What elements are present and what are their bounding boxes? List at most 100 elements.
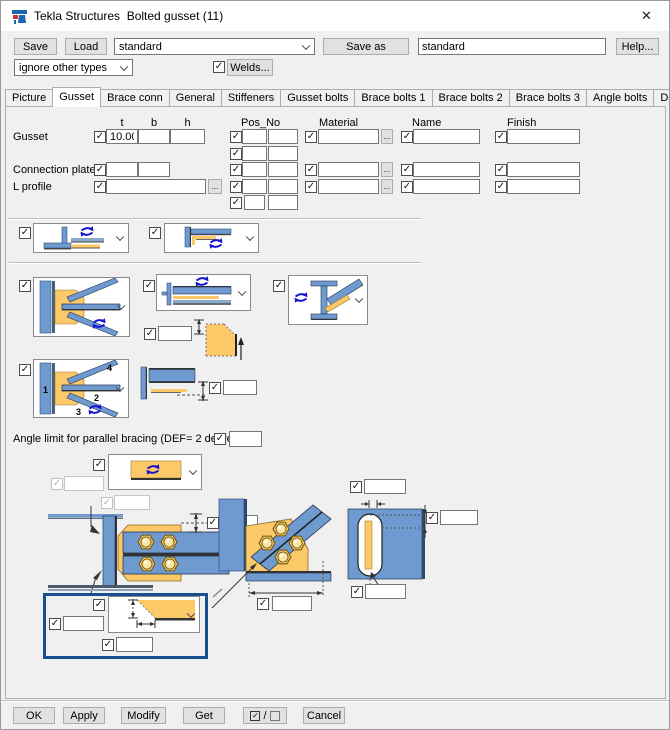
welds-button[interactable]: Welds... <box>227 59 273 76</box>
gusset-width-checkbox[interactable]: ✓ <box>257 598 269 610</box>
slot-depth-input[interactable] <box>440 510 478 525</box>
posno-prefix-input-5[interactable] <box>244 195 265 210</box>
tab-general[interactable]: General <box>168 89 222 107</box>
slot-top-input[interactable] <box>364 479 406 494</box>
welds-checkbox[interactable]: ✓ <box>213 61 225 73</box>
tab-brace-bolts-2[interactable]: Brace bolts 2 <box>431 89 510 107</box>
close-icon[interactable]: ✕ <box>641 8 652 23</box>
material-checkbox-4[interactable]: ✓ <box>305 181 317 193</box>
material-input-1[interactable] <box>318 129 379 144</box>
brace-order-combo[interactable]: 1 2 3 4 <box>33 359 129 418</box>
material-checkbox-1[interactable]: ✓ <box>305 131 317 143</box>
finish-checkbox-4[interactable]: ✓ <box>495 181 507 193</box>
brace-end-type-combo[interactable] <box>288 275 368 325</box>
name-checkbox-4[interactable]: ✓ <box>401 181 413 193</box>
connection-plate-b-input[interactable] <box>138 162 170 177</box>
plate-offset-checkbox[interactable]: ✓ <box>209 382 221 394</box>
finish-input-1[interactable] <box>507 129 580 144</box>
brace-end-type-checkbox[interactable]: ✓ <box>273 280 285 292</box>
gusset-edge-distance-checkbox[interactable]: ✓ <box>207 517 219 529</box>
gusset-clearance-checkbox[interactable]: ✓ <box>144 328 156 340</box>
gusset-connection-type-checkbox[interactable]: ✓ <box>143 280 155 292</box>
plate-position-checkbox[interactable]: ✓ <box>149 227 161 239</box>
modify-button[interactable]: Modify <box>121 707 166 724</box>
posno-start-input-1[interactable] <box>268 129 298 144</box>
chamfer-length-checkbox[interactable]: ✓ <box>102 639 114 651</box>
plate-position-combo[interactable] <box>164 223 259 253</box>
brace-order-checkbox[interactable]: ✓ <box>19 364 31 376</box>
gusset-h-input[interactable] <box>170 129 205 144</box>
tab-brace-conn[interactable]: Brace conn <box>100 89 170 107</box>
gusset-t-input[interactable] <box>106 129 138 144</box>
help-button[interactable]: Help... <box>616 38 659 55</box>
posno-checkbox-5[interactable]: ✓ <box>230 197 242 209</box>
tab-angle-bolts[interactable]: Angle bolts <box>585 89 655 107</box>
cancel-button[interactable]: Cancel <box>303 707 345 724</box>
tab-picture[interactable]: Picture <box>5 89 54 107</box>
connection-plate-t-input[interactable] <box>106 162 138 177</box>
name-input-1[interactable] <box>413 129 480 144</box>
tab-gusset-bolts[interactable]: Gusset bolts <box>280 89 356 107</box>
posno-start-input-3[interactable] <box>268 162 298 177</box>
gusset-width-input[interactable] <box>272 596 312 611</box>
save-as-button[interactable]: Save as <box>323 38 409 55</box>
gusset-plate-type-combo[interactable] <box>108 454 202 490</box>
name-checkbox-3[interactable]: ✓ <box>401 164 413 176</box>
slot-bottom-input[interactable] <box>365 584 406 599</box>
finish-checkbox-3[interactable]: ✓ <box>495 164 507 176</box>
finish-checkbox-1[interactable]: ✓ <box>495 131 507 143</box>
posno-checkbox-1[interactable]: ✓ <box>230 131 242 143</box>
chamfer-height-checkbox[interactable]: ✓ <box>49 618 61 630</box>
save-button[interactable]: Save <box>14 38 57 55</box>
chamfer-type-combo[interactable] <box>108 596 200 633</box>
gusset-position-checkbox[interactable]: ✓ <box>19 227 31 239</box>
ok-button[interactable]: OK <box>13 707 55 724</box>
posno-checkbox-2[interactable]: ✓ <box>230 148 242 160</box>
l-profile-browse-button[interactable]: ... <box>208 179 222 194</box>
preset-dropdown[interactable]: standard <box>114 38 315 55</box>
get-button[interactable]: Get <box>183 707 225 724</box>
chamfer-x-input[interactable] <box>64 476 104 491</box>
name-input-4[interactable] <box>413 179 480 194</box>
gusset-position-combo[interactable] <box>33 223 129 253</box>
angle-limit-input[interactable] <box>229 431 262 447</box>
angle-limit-checkbox[interactable]: ✓ <box>214 433 226 445</box>
tab-brace-bolts-1[interactable]: Brace bolts 1 <box>354 89 433 107</box>
material-browse-button-1[interactable]: ... <box>381 129 393 144</box>
l-profile-input[interactable] <box>106 179 206 194</box>
posno-prefix-input-4[interactable] <box>242 179 267 194</box>
material-checkbox-3[interactable]: ✓ <box>305 164 317 176</box>
posno-prefix-input-2[interactable] <box>242 146 267 161</box>
posno-prefix-input-3[interactable] <box>242 162 267 177</box>
posno-start-input-5[interactable] <box>268 195 298 210</box>
slot-bottom-checkbox[interactable]: ✓ <box>351 586 363 598</box>
save-as-input[interactable] <box>418 38 606 55</box>
chamfer-x-checkbox[interactable]: ✓ <box>51 478 63 490</box>
posno-checkbox-3[interactable]: ✓ <box>230 164 242 176</box>
finish-input-4[interactable] <box>507 179 580 194</box>
posno-prefix-input-1[interactable] <box>242 129 267 144</box>
brace-layout-checkbox[interactable]: ✓ <box>19 280 31 292</box>
material-input-4[interactable] <box>318 179 379 194</box>
posno-start-input-4[interactable] <box>268 179 298 194</box>
tab-brace-bolts-3[interactable]: Brace bolts 3 <box>508 89 587 107</box>
tab-gusset[interactable]: Gusset <box>52 87 102 107</box>
gusset-enable-checkbox[interactable]: ✓ <box>94 131 106 143</box>
posno-start-input-2[interactable] <box>268 146 298 161</box>
toggle-checkboxes-button[interactable]: ✓/ <box>243 707 287 724</box>
name-checkbox-1[interactable]: ✓ <box>401 131 413 143</box>
gusset-b-input[interactable] <box>138 129 170 144</box>
gusset-plate-type-checkbox[interactable]: ✓ <box>93 459 105 471</box>
material-browse-button-4[interactable]: ... <box>381 179 393 194</box>
slot-depth-checkbox[interactable]: ✓ <box>426 512 438 524</box>
chamfer-type-checkbox[interactable]: ✓ <box>93 599 105 611</box>
slot-top-checkbox[interactable]: ✓ <box>350 481 362 493</box>
tab-design[interactable]: Design <box>653 89 669 107</box>
finish-input-3[interactable] <box>507 162 580 177</box>
plate-offset-input[interactable] <box>223 380 257 395</box>
chamfer-y-input[interactable] <box>114 495 150 510</box>
connection-plate-checkbox[interactable]: ✓ <box>94 164 106 176</box>
l-profile-checkbox[interactable]: ✓ <box>94 181 106 193</box>
gusset-clearance-input[interactable] <box>158 326 192 341</box>
gusset-connection-type-combo[interactable] <box>156 274 251 311</box>
